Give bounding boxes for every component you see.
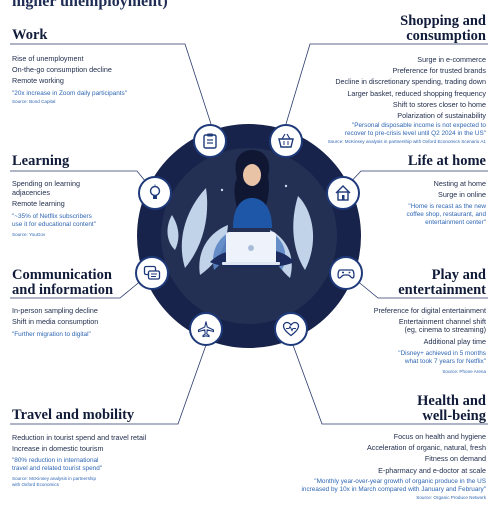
page-title: higher unemployment) [12,0,168,10]
quote-line: "Disney+ achieved in 5 months [398,349,486,357]
list-item: Entertainment channel shift [398,317,486,327]
list-item: Fitness on demand [424,454,486,464]
list-item: Surge in online [438,190,486,200]
section-shopping: Shopping and consumption Surge in e-comm… [266,14,486,145]
list-item: Acceleration of organic, natural, fresh [366,443,486,453]
list-item: Shift in media consumption [12,317,99,327]
list-item: Surge in e-commerce [417,55,486,64]
source-line: Source: McKinsey analysis in partnership [12,476,97,482]
list-item: Larger basket, reduced shopping frequenc… [347,88,486,98]
list-item: Rise of unemployment [12,54,84,63]
list-item: Remote working [12,76,64,86]
quote-line: "80% reduction in international [12,457,99,465]
quote-line: "Personal disposable income is not expec… [351,122,486,130]
list-item: Shift to stores closer to home [392,99,486,109]
list-item: In-person sampling decline [12,306,98,315]
list-item: On-the-go consumption decline [12,65,112,75]
quote-line: use it for educational content" [12,220,96,228]
list-item: E-pharmacy and e-doctor at scale [378,465,486,475]
quote-line: what took 7 years for Netflix" [404,357,486,365]
list-item: Reduction in tourist spend and travel re… [12,433,147,442]
section-title: Life at home [407,153,486,169]
shopping-basket-icon [269,124,303,158]
quote-line: travel and related tourist spend" [12,465,103,473]
house-icon [326,176,360,210]
gamepad-icon [329,256,363,290]
list-item: Focus on health and hygiene [393,432,486,441]
clipboard-icon [193,124,227,158]
section-life-at-home: Life at home Nesting at home Surge in on… [346,154,486,227]
airplane-icon [189,312,223,346]
section-communication: Communication and information In-person … [12,268,142,339]
source: Source: Bond Capital [12,98,56,104]
section-title: Learning [12,153,70,169]
source: Source: Phone Arena [442,368,486,374]
quote-line: "Monthly year-over-year growth of organi… [314,477,486,485]
section-health: Health and well-being Focus on health an… [266,393,487,501]
list-item: adjacencies [12,188,50,198]
list-item: Remote learning [12,199,65,209]
section-title-line: Play and [431,267,486,283]
section-title-line: entertainment [398,282,486,298]
source-line: with Oxford Economics [12,482,59,488]
section-title-line: consumption [406,28,486,44]
list-item: Preference for trusted brands [392,66,487,76]
section-title-line: Health and [417,393,486,409]
quote: "Further migration to digital" [12,331,91,339]
list-item: Nesting at home [433,179,486,188]
quote-line: entertainment center" [425,219,486,227]
quote-line: recover to pre-crisis level until Q2 202… [344,130,486,138]
lightbulb-icon [138,176,172,210]
section-play: Play and entertainment Preference for di… [346,268,486,375]
section-title: Work [12,27,48,43]
list-item: (eg, cinema to streaming) [404,325,487,335]
list-item: Increase in domestic tourism [12,444,104,454]
section-title-line: and information [12,282,114,298]
quote: "20x increase in Zoom daily participants… [12,89,128,97]
section-title-line: well-being [422,408,486,424]
quote-line: "Home is recast as the new [408,203,486,211]
chat-icon [135,256,169,290]
source: Source: McKinsey analysis in partnership… [327,139,486,145]
quote-line: increased by 10x in March compared with … [301,485,487,493]
source: Source: YouGov [12,231,46,237]
list-item: Decline in discretionary spending, tradi… [335,77,486,87]
heart-pulse-icon [274,312,308,346]
section-title: Travel and mobility [12,407,135,423]
list-item: Additional play time [423,336,486,346]
section-travel: Travel and mobility Reduction in tourist… [12,408,202,488]
quote-line: "~35% of Netflix subscribers [12,212,92,220]
list-item: Polarization of sustainability [397,111,486,121]
section-work: Work Rise of unemployment On-the-go cons… [12,28,212,105]
section-learning: Learning Spending on learning adjacencie… [12,154,142,238]
section-title-line: Shopping and [400,13,486,29]
quote-line: coffee shop, restaurant, and [406,211,486,219]
source: Source: Organic Produce Network [416,494,486,500]
list-item: Spending on learning [12,179,80,188]
section-title-line: Communication [12,267,112,283]
list-item: Preference for digital entertainment [373,306,486,315]
